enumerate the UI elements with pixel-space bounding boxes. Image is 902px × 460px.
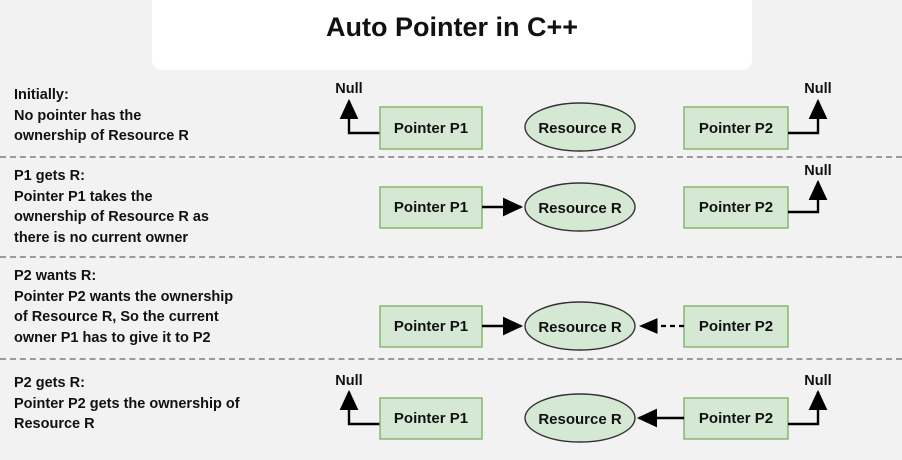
title-card: Auto Pointer in C++ xyxy=(152,0,752,70)
row-divider-2 xyxy=(0,256,902,258)
caption-line: there is no current owner xyxy=(14,229,189,246)
node-label-p1-row2: Pointer P1 xyxy=(394,199,468,216)
null-label-right-row4: Null xyxy=(804,373,831,389)
node-label-p2-row3: Pointer P2 xyxy=(699,318,773,335)
null-label-left-row1: Null xyxy=(335,81,362,97)
caption-line: of Resource R, So the current xyxy=(14,309,219,325)
row-initially: Null Pointer P1 Resource R Pointer P2 Nu… xyxy=(335,81,832,152)
row-p2-gets-r: Null Pointer P1 Resource R Pointer P2 Nu… xyxy=(335,373,832,443)
node-label-p2-row1: Pointer P2 xyxy=(699,120,773,137)
caption-line: ownership of Resource R as xyxy=(14,209,209,225)
node-pointer-p2-row1[interactable] xyxy=(683,106,789,150)
node-pointer-p2-row2[interactable] xyxy=(683,186,789,229)
row-p1-gets-r: Pointer P1 Resource R Pointer P2 Null xyxy=(379,163,832,232)
row-p2-wants-r: Pointer P1 Resource R Pointer P2 xyxy=(379,301,789,351)
caption-line: No pointer has the xyxy=(14,107,142,124)
null-label-right-row1: Null xyxy=(804,81,831,97)
node-label-p2-row4: Pointer P2 xyxy=(699,410,773,427)
node-label-resource-row2: Resource R xyxy=(538,200,622,217)
caption-line: P2 wants R: xyxy=(14,268,97,284)
arrow-p1-null-row1 xyxy=(339,98,380,135)
step-caption-p2-gets-r: P2 gets R: Pointer P2 gets the ownership… xyxy=(14,373,324,435)
node-label-resource-row3: Resource R xyxy=(538,319,622,336)
step-caption-p2-wants-r: P2 wants R: Pointer P2 wants the ownersh… xyxy=(14,266,324,348)
arrow-p1-null-row4 xyxy=(339,389,380,426)
node-resource-r-row3[interactable] xyxy=(524,301,636,351)
node-label-resource-row4: Resource R xyxy=(538,411,622,428)
row-divider-1 xyxy=(0,156,902,158)
caption-line: Initially: xyxy=(14,87,69,103)
caption-line: Pointer P1 takes the xyxy=(14,188,153,205)
null-label-left-row4: Null xyxy=(335,373,362,389)
arrow-p2-null-row4 xyxy=(788,389,828,426)
page-title: Auto Pointer in C++ xyxy=(325,12,579,42)
node-pointer-p1-row4[interactable] xyxy=(379,397,483,440)
caption-line: ownership of Resource R xyxy=(14,128,189,144)
caption-line: P1 gets R: xyxy=(14,168,85,184)
node-label-p1-row4: Pointer P1 xyxy=(394,410,468,427)
caption-line: Pointer P2 wants the ownership xyxy=(14,288,234,305)
caption-line: Resource R xyxy=(14,416,95,432)
node-resource-r-row4[interactable] xyxy=(524,393,636,443)
node-resource-r-row1[interactable] xyxy=(524,102,636,152)
node-pointer-p2-row4[interactable] xyxy=(683,397,789,440)
step-caption-initially: Initially: No pointer has the ownership … xyxy=(14,85,324,147)
node-label-p1-row3: Pointer P1 xyxy=(394,318,468,335)
node-label-resource-row1: Resource R xyxy=(538,120,622,137)
node-label-p1-row1: Pointer P1 xyxy=(394,120,468,137)
caption-line: Pointer P2 gets the ownership of xyxy=(14,395,240,412)
caption-line: P2 gets R: xyxy=(14,375,85,391)
node-pointer-p1-row3[interactable] xyxy=(379,305,483,348)
node-resource-r-row2[interactable] xyxy=(524,182,636,232)
step-caption-p1-gets-r: P1 gets R: Pointer P1 takes the ownershi… xyxy=(14,166,324,248)
row-divider-3 xyxy=(0,358,902,360)
node-pointer-p1-row2[interactable] xyxy=(379,186,483,229)
node-pointer-p2-row3[interactable] xyxy=(683,305,789,348)
node-label-p2-row2: Pointer P2 xyxy=(699,199,773,216)
node-pointer-p1-row1[interactable] xyxy=(379,106,483,150)
caption-line: owner P1 has to give it to P2 xyxy=(14,329,211,346)
null-label-right-row2: Null xyxy=(804,163,831,179)
arrow-p2-null-row2 xyxy=(788,179,828,214)
arrow-p2-null-row1 xyxy=(788,98,828,135)
